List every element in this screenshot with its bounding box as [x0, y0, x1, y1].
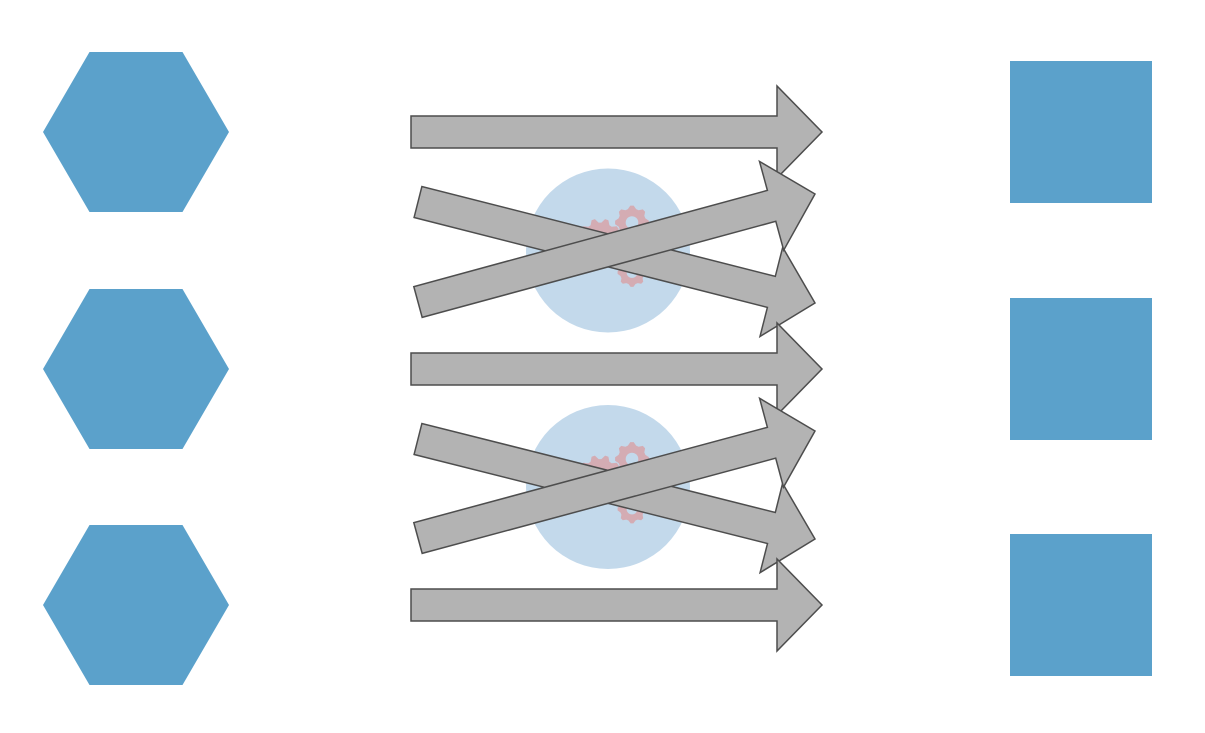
input-hexagon: [43, 52, 229, 212]
input-hexagon: [43, 525, 229, 685]
output-square: [1010, 534, 1152, 676]
input-nodes: [43, 52, 229, 685]
flow-arrow: [412, 159, 817, 319]
input-hexagon: [43, 289, 229, 449]
output-square: [1010, 61, 1152, 203]
flow-arrow: [410, 84, 824, 180]
flow-arrow: [410, 557, 824, 653]
flow-arrow: [412, 396, 817, 555]
output-square: [1010, 298, 1152, 440]
flow-arrow: [410, 321, 824, 417]
output-nodes: [1010, 61, 1152, 676]
flow-arrows: [410, 84, 824, 653]
